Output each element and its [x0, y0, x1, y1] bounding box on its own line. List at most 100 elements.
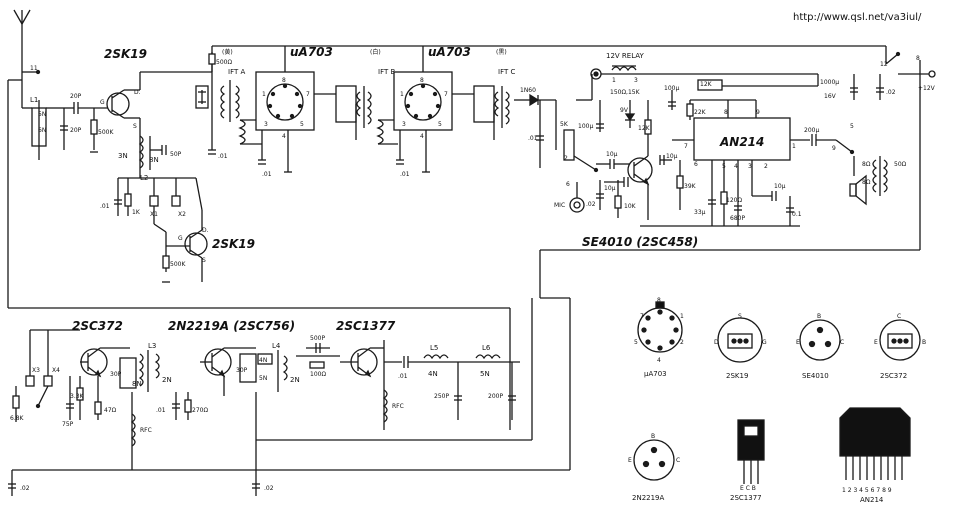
svg-text:6: 6: [694, 161, 698, 168]
svg-text:9: 9: [832, 145, 836, 152]
svg-text:.02: .02: [20, 485, 30, 492]
svg-text:4: 4: [657, 357, 661, 364]
svg-text:2N: 2N: [162, 376, 172, 384]
svg-text:30P: 30P: [110, 371, 122, 378]
svg-text:5K: 5K: [560, 121, 569, 128]
svg-text:L3: L3: [148, 342, 156, 350]
svg-text:12K: 12K: [700, 81, 713, 88]
svg-text:8: 8: [282, 77, 286, 84]
svg-text:.01: .01: [218, 153, 228, 160]
svg-text:3: 3: [402, 121, 406, 128]
svg-text:+12V: +12V: [918, 85, 936, 92]
url-text: http://www.qsl.net/va3iul/: [793, 12, 922, 23]
svg-text:100Ω: 100Ω: [310, 371, 326, 378]
svg-text:500K: 500K: [170, 261, 186, 268]
svg-text:6N: 6N: [38, 127, 46, 134]
q4-label: 2SC372: [72, 319, 123, 333]
svg-text:10μ: 10μ: [774, 183, 786, 190]
svg-text:.01: .01: [400, 171, 410, 178]
svg-text:3: 3: [634, 77, 638, 84]
pinout-2sc372: C E B 2SC372: [874, 313, 926, 380]
pinout-ua703: 8 7 1 5 2 4 μA703: [634, 297, 684, 378]
svg-text:100μ: 100μ: [578, 123, 593, 130]
svg-text:E C B: E C B: [740, 485, 756, 492]
svg-text:7: 7: [640, 313, 644, 320]
svg-text:270Ω: 270Ω: [192, 407, 208, 414]
2sc1377-pinout-title: 2SC1377: [730, 494, 762, 502]
svg-text:47Ω: 47Ω: [104, 407, 117, 414]
svg-text:1K: 1K: [132, 209, 141, 216]
svg-text:6.8K: 6.8K: [10, 415, 25, 422]
svg-text:E: E: [628, 457, 632, 464]
svg-text:10K: 10K: [624, 203, 637, 210]
svg-text:IFT C: IFT C: [498, 68, 515, 76]
svg-text:39K: 39K: [684, 183, 697, 190]
2sc372-pinout-title: 2SC372: [880, 372, 907, 380]
svg-text:RFC: RFC: [392, 403, 404, 410]
ic2-label: uA703: [428, 45, 471, 59]
svg-text:7: 7: [444, 91, 448, 98]
svg-text:1: 1: [612, 77, 616, 84]
svg-text:33μ: 33μ: [694, 209, 706, 216]
pinout-2sc1377: E C B 2SC1377: [730, 419, 765, 502]
svg-text:5: 5: [438, 121, 442, 128]
transmitter-section: X3 X4 6.8K .02 75P 3.3K 47Ω 2SC372 30P: [8, 298, 533, 496]
svg-text:1000μ: 1000μ: [820, 79, 839, 86]
svg-text:G: G: [178, 235, 183, 242]
svg-text:D.: D.: [202, 227, 209, 234]
svg-text:.02: .02: [586, 201, 596, 208]
svg-text:50Ω: 50Ω: [894, 161, 907, 168]
svg-text:7: 7: [684, 143, 688, 150]
svg-text:.01: .01: [528, 135, 538, 142]
svg-text:.01: .01: [100, 203, 110, 210]
svg-text:X3: X3: [32, 367, 40, 374]
audio-section: 12V RELAY 150Ω,15K 1 3 5K 2 10μ 100μ 9V …: [554, 51, 936, 249]
svg-text:S: S: [133, 123, 137, 130]
svg-text:L5: L5: [430, 344, 438, 352]
svg-text:4N: 4N: [428, 370, 438, 378]
2n2219a-pinout-title: 2N2219A: [632, 494, 665, 502]
q6-label: 2SC1377: [336, 319, 396, 333]
svg-text:5: 5: [300, 121, 304, 128]
svg-text:9V: 9V: [620, 107, 629, 114]
svg-text:20P: 20P: [70, 93, 82, 100]
svg-text:10μ: 10μ: [606, 151, 618, 158]
svg-text:C: C: [897, 313, 901, 320]
svg-text:0.1: 0.1: [792, 211, 802, 218]
ic1-label: uA703: [290, 45, 333, 59]
svg-text:X2: X2: [178, 211, 186, 218]
svg-text:G: G: [100, 99, 105, 106]
svg-text:1: 1: [400, 91, 404, 98]
pinout-2n2219a: B E C 2N2219A: [628, 433, 680, 502]
svg-text:G: G: [762, 339, 767, 346]
svg-text:11: 11: [30, 65, 38, 72]
if-amplifier-chain: 500Ω (黄) IFT A .01 uA703 8 7 1 3 4 5 .01: [195, 45, 557, 178]
svg-text:.01: .01: [398, 373, 408, 380]
q2-label: 2SK19: [212, 237, 255, 251]
svg-text:12K: 12K: [638, 125, 651, 132]
svg-text:2: 2: [764, 163, 768, 170]
svg-text:X4: X4: [52, 367, 60, 374]
svg-text:150Ω,15K: 150Ω,15K: [610, 89, 641, 96]
svg-text:500Ω: 500Ω: [216, 59, 232, 66]
svg-text:1: 1: [680, 313, 684, 320]
svg-text:IFT A: IFT A: [228, 68, 245, 76]
svg-text:10μ: 10μ: [666, 153, 678, 160]
ic3-label: AN214: [719, 135, 764, 149]
svg-text:E: E: [796, 339, 800, 346]
svg-text:20P: 20P: [70, 127, 82, 134]
2sk19-pinout-title: 2SK19: [726, 372, 748, 380]
ua703-pinout-title: μA703: [644, 370, 667, 378]
svg-text:B: B: [651, 433, 655, 440]
svg-text:5: 5: [850, 123, 854, 130]
svg-text:8: 8: [916, 55, 920, 62]
svg-text:2: 2: [680, 339, 684, 346]
svg-text:120Ω: 120Ω: [726, 197, 742, 204]
svg-text:8Ω: 8Ω: [862, 161, 871, 168]
svg-text:75P: 75P: [62, 421, 74, 428]
svg-text:C: C: [840, 339, 844, 346]
main-wiring: [7, 9, 936, 471]
svg-text:.01: .01: [156, 407, 166, 414]
svg-text:8: 8: [420, 77, 424, 84]
